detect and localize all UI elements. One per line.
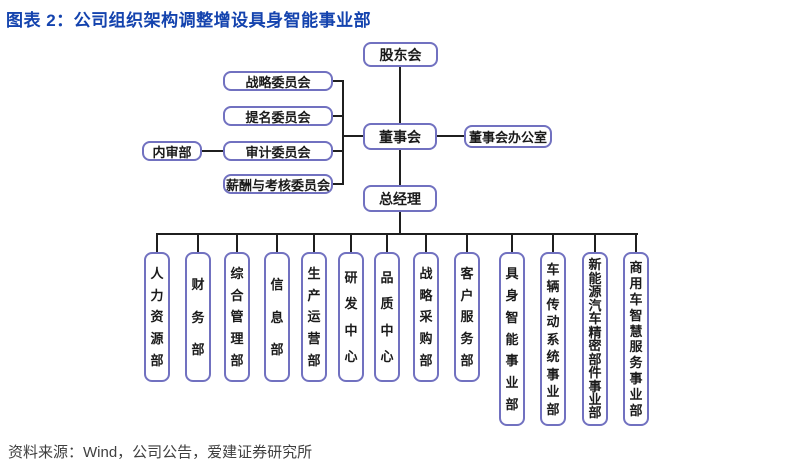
node-internal-audit-dept: 内审部 [142, 141, 202, 161]
dept-vehicle-transmission-bu: 车辆传动系统事业部 [540, 252, 566, 426]
connector-line [425, 234, 427, 252]
connector-line [511, 234, 513, 252]
figure-title: 图表 2：公司组织架构调整增设具身智能事业部 [6, 11, 372, 30]
connector-line [276, 234, 278, 252]
dept-nev-precision-parts-bu: 新能源汽车精密部件事业部 [582, 252, 608, 426]
dept-embodied-ai-bu: 具身智能事业部 [499, 252, 525, 426]
connector-line [333, 80, 343, 82]
connector-line [197, 234, 199, 252]
connector-line [437, 135, 464, 137]
connector-line [386, 234, 388, 252]
dept-hr: 人力资源部 [144, 252, 170, 382]
connector-line [399, 212, 401, 235]
connector-line [466, 234, 468, 252]
dept-information: 信息部 [264, 252, 290, 382]
node-board-office: 董事会办公室 [464, 125, 552, 148]
dept-quality-center: 品质中心 [374, 252, 400, 382]
connector-line [333, 115, 343, 117]
source-note: 资料来源：Wind，公司公告，爱建证券研究所 [8, 444, 313, 461]
connector-line [343, 135, 363, 137]
connector-line [333, 183, 343, 185]
node-strategy-committee: 战略委员会 [223, 71, 333, 91]
connector-line [342, 80, 344, 185]
connector-line [552, 234, 554, 252]
connector-line [594, 234, 596, 252]
node-board-of-directors: 董事会 [363, 123, 437, 150]
dept-production-operations: 生产运营部 [301, 252, 327, 382]
dept-rnd-center: 研发中心 [338, 252, 364, 382]
connector-line [333, 150, 343, 152]
connector-line [236, 234, 238, 252]
connector-line [313, 234, 315, 252]
connector-line [350, 234, 352, 252]
connector-line [399, 67, 401, 123]
dept-commercial-vehicle-smart-service-bu: 商用车智慧服务事业部 [623, 252, 649, 426]
node-general-manager: 总经理 [363, 185, 437, 212]
node-remuneration-assessment-committee: 薪酬与考核委员会 [223, 174, 333, 194]
node-nomination-committee: 提名委员会 [223, 106, 333, 126]
dept-general-management: 综合管理部 [224, 252, 250, 382]
dept-customer-service: 客户服务部 [454, 252, 480, 382]
dept-strategic-procurement: 战略采购部 [413, 252, 439, 382]
connector-line [399, 150, 401, 185]
connector-line [635, 234, 637, 252]
connector-line [156, 233, 638, 235]
dept-finance: 财务部 [185, 252, 211, 382]
node-shareholders-meeting: 股东会 [363, 42, 438, 67]
connector-line [156, 234, 158, 252]
connector-line [202, 150, 224, 152]
node-audit-committee: 审计委员会 [223, 141, 333, 161]
